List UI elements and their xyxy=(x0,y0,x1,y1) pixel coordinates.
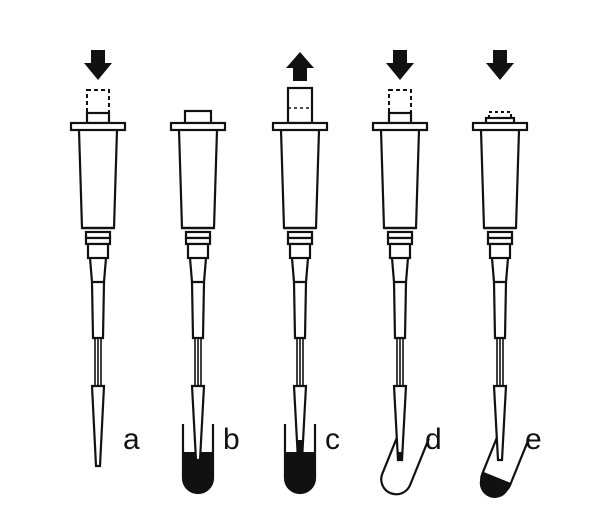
pipette-step-e: e xyxy=(471,50,542,498)
pipette-shaft-lower xyxy=(392,281,408,340)
tip-liquid xyxy=(296,440,304,460)
sample-tube-tilted xyxy=(479,426,530,498)
pipette-barrel xyxy=(479,129,521,230)
pipette-barrel xyxy=(77,129,119,230)
tube-liquid xyxy=(183,452,213,493)
pipette-flange xyxy=(69,121,127,132)
plunger-dashed-outline xyxy=(488,111,512,121)
pipette-step-b: b xyxy=(169,109,240,495)
pipette-shaft-lower xyxy=(292,281,308,340)
pipette-flange xyxy=(371,121,429,132)
collar-body xyxy=(388,242,412,260)
pipette-shaft xyxy=(390,257,410,284)
step-label-e: e xyxy=(525,423,542,456)
plunger-button xyxy=(286,86,314,125)
pipette-shaft xyxy=(490,257,510,284)
plunger-button xyxy=(85,111,111,125)
step-label-a: a xyxy=(123,423,140,456)
sample-tube-tilted xyxy=(380,426,430,496)
plunger-dashed-outline xyxy=(86,89,110,115)
tube-liquid xyxy=(479,471,511,498)
plunger-button xyxy=(183,109,213,125)
pipette-barrel xyxy=(379,129,421,230)
pipette-tip xyxy=(90,384,106,468)
tube-liquid xyxy=(285,452,315,493)
pipette-tip xyxy=(492,384,508,462)
pipette-step-c: c xyxy=(271,52,340,495)
sample-tube xyxy=(380,426,430,496)
plunger-button xyxy=(387,111,413,125)
pipette-step-d: d xyxy=(371,50,442,496)
pipette-tip xyxy=(190,384,206,462)
collar-body xyxy=(86,242,110,260)
down-arrow-icon xyxy=(84,50,112,80)
pipette-barrel xyxy=(177,129,219,230)
step-label-d: d xyxy=(425,423,442,456)
pipette-barrel xyxy=(279,129,321,230)
pipette-shaft xyxy=(188,257,208,284)
down-arrow-icon xyxy=(486,50,514,80)
down-arrow-icon xyxy=(386,50,414,80)
pipette-shaft-lower xyxy=(492,281,508,340)
step-label-c: c xyxy=(325,423,340,456)
tip-liquid xyxy=(397,452,403,460)
pipette-flange xyxy=(169,121,227,132)
collar-body xyxy=(288,242,312,260)
pipette-flange xyxy=(471,121,529,132)
pipette-step-a: a xyxy=(69,50,140,468)
up-arrow-icon xyxy=(286,52,314,81)
pipette-shaft-lower xyxy=(90,281,106,340)
pipette-shaft xyxy=(290,257,310,284)
collar-body xyxy=(488,242,512,260)
plunger-dashed-outline xyxy=(388,89,412,115)
step-label-b: b xyxy=(223,423,240,456)
pipette-flange xyxy=(271,121,329,132)
collar-body xyxy=(186,242,210,260)
pipette-shaft-lower xyxy=(190,281,206,340)
pipette-shaft xyxy=(88,257,108,284)
